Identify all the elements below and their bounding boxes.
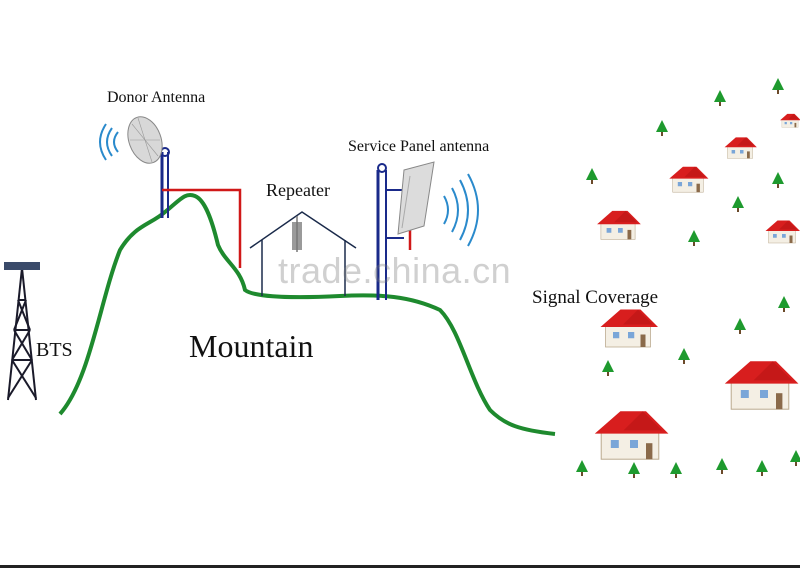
- watermark: trade.china.cn: [278, 250, 512, 291]
- tree-icon: [576, 78, 800, 478]
- feeder-cable: [162, 188, 242, 262]
- bottom-divider: [0, 565, 800, 568]
- donor-signal-waves: [99, 123, 119, 161]
- bts-label: BTS: [36, 339, 73, 361]
- donor-dish-antenna-icon: [127, 116, 170, 218]
- donor-antenna-label: Donor Antenna: [107, 89, 206, 106]
- bts-tower-icon: [4, 262, 40, 401]
- mountain-terrain-line: [58, 193, 556, 436]
- mountain-label: Mountain: [189, 328, 314, 364]
- panel-antenna-icon: [376, 161, 435, 300]
- signal-coverage-label: Signal Coverage: [532, 287, 659, 308]
- service-panel-antenna-label: Service Panel antenna: [348, 138, 490, 155]
- repeater-label: Repeater: [266, 180, 330, 200]
- service-signal-waves: [443, 173, 479, 247]
- repeater-house-icon: [249, 211, 357, 296]
